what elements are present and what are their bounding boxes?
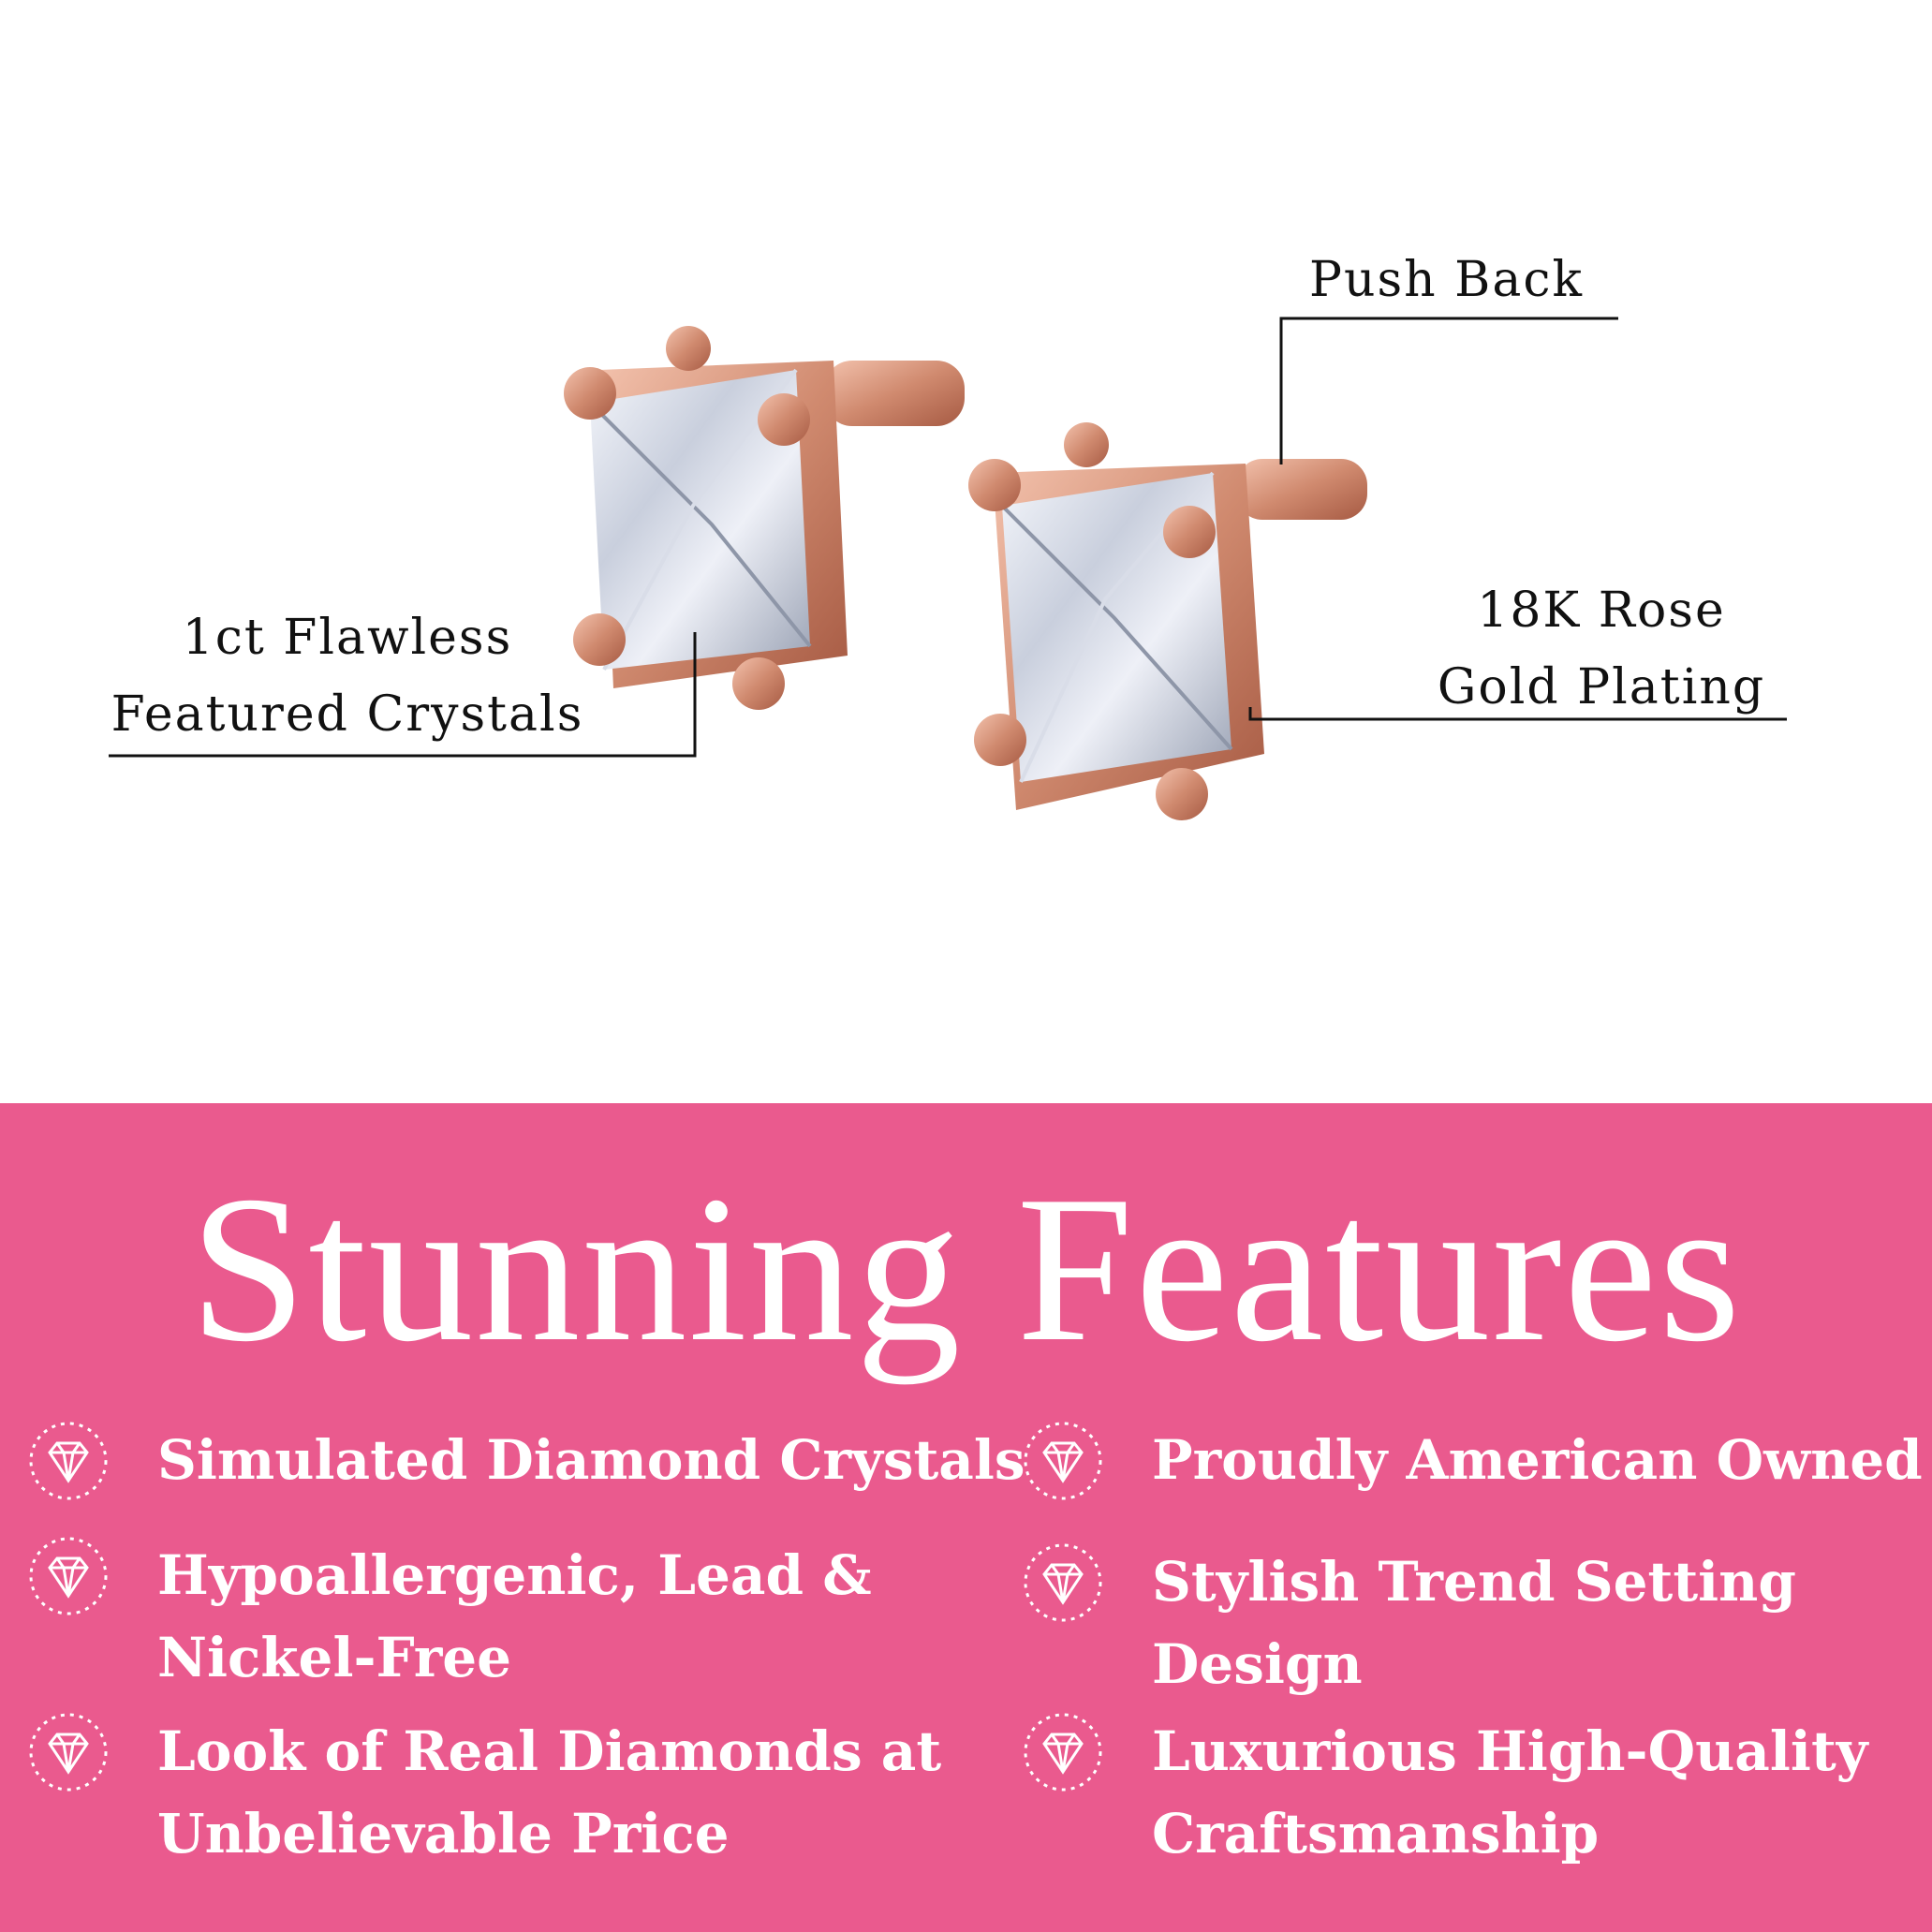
push-back-label: Push Back (1309, 252, 1585, 308)
feature-label: Look of Real Diamonds at Unbelievable Pr… (157, 1719, 942, 1866)
feature-label: Stylish Trend Setting Design (1152, 1550, 1796, 1696)
features-band (0, 1103, 1932, 1932)
diamond-icon (1024, 1422, 1102, 1500)
left-earring (564, 326, 965, 710)
features-title: Stunning Features (189, 1153, 1743, 1385)
feature-label: Luxurious High-Quality Craftsmanship (1152, 1719, 1868, 1866)
feature-item: Simulated Diamond Crystals (26, 1419, 1025, 1503)
rose-gold-label-line-1: 18K Rose (1477, 583, 1726, 639)
diamond-icon (29, 1713, 108, 1792)
crystals-label-line-2: Featured Crystals (111, 686, 584, 743)
diamond-icon (29, 1537, 108, 1615)
right-earring (968, 422, 1367, 820)
diamond-icon (1024, 1713, 1102, 1792)
feature-item: Proudly American Owned (1021, 1419, 1923, 1503)
earrings-illustration (109, 317, 1787, 820)
feature-item: Look of Real Diamonds at Unbelievable Pr… (26, 1710, 941, 1875)
diamond-icon (1024, 1543, 1102, 1622)
rose-gold-label-line-2: Gold Plating (1437, 659, 1766, 715)
feature-item: Stylish Trend Setting Design (1021, 1541, 1796, 1705)
crystals-callout: 1ct Flawless Featured Crystals (109, 599, 586, 753)
diamond-icon (29, 1422, 108, 1500)
feature-item: Luxurious High-Quality Craftsmanship (1021, 1710, 1867, 1875)
right-push-back (1236, 459, 1367, 520)
feature-label: Hypoallergenic, Lead & Nickel-Free (157, 1543, 872, 1689)
rose-gold-leader-line (1248, 707, 1787, 721)
crystals-leader-line (109, 632, 697, 758)
push-back-callout: Push Back (1309, 242, 1584, 318)
push-back-leader-line (1279, 317, 1618, 465)
left-push-back (824, 361, 965, 426)
feature-label: Simulated Diamond Crystals (157, 1428, 1025, 1492)
rose-gold-callout: 18K Rose Gold Plating (1414, 572, 1789, 726)
feature-item: Hypoallergenic, Lead & Nickel-Free (26, 1534, 872, 1699)
product-image-area: Push Back 18K Rose Gold Plating 1ct Flaw… (109, 242, 1789, 820)
crystals-label-line-1: 1ct Flawless (182, 610, 513, 666)
feature-label: Proudly American Owned (1152, 1428, 1923, 1492)
